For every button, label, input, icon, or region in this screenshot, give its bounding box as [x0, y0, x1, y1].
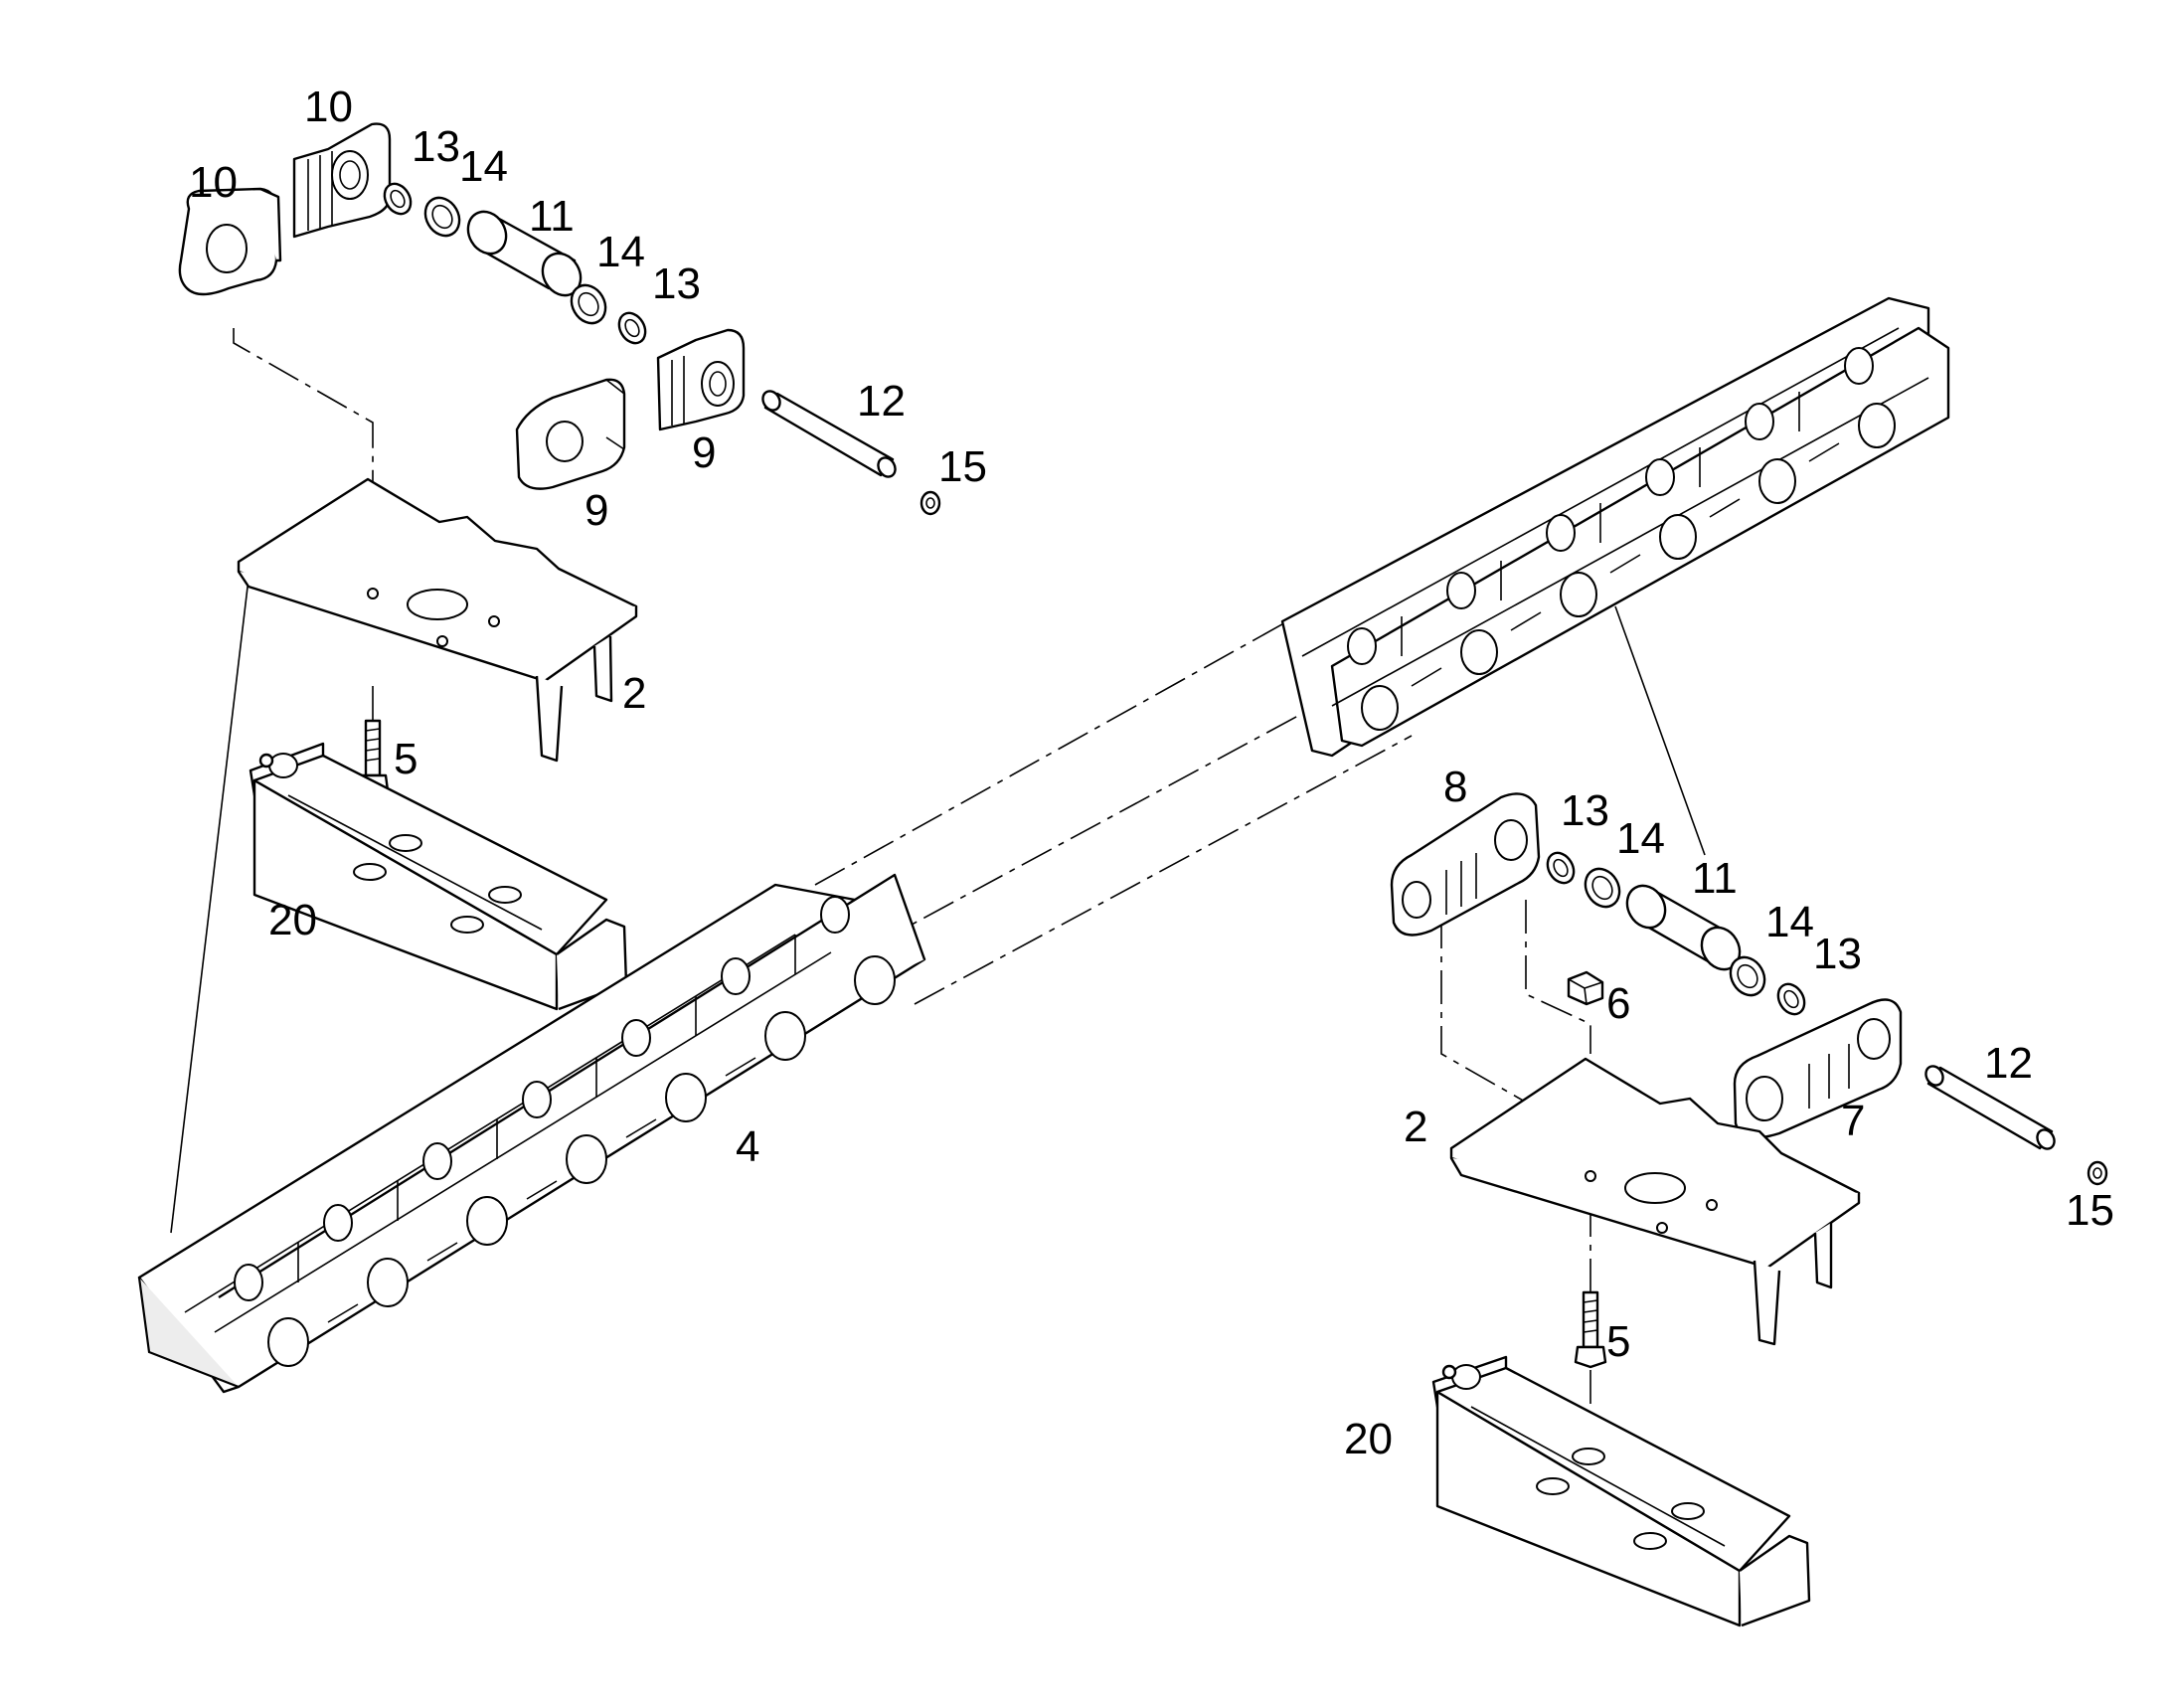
callout-6: 6 [1606, 979, 1630, 1028]
callout-12-top: 12 [857, 377, 906, 426]
nut-15a [919, 490, 941, 516]
ring-13b [617, 311, 647, 345]
callout-20-right: 20 [1344, 1415, 1393, 1463]
callout-10-front: 10 [189, 158, 238, 207]
callout-14-right-b: 14 [1765, 898, 1814, 946]
ring-13d [1776, 982, 1806, 1016]
callout-5-left: 5 [394, 735, 418, 783]
callout-7: 7 [1841, 1097, 1865, 1145]
ring-14c [1584, 867, 1621, 909]
callout-10-rear: 10 [304, 83, 353, 131]
link-plate-9-rear [656, 328, 746, 431]
callout-12-right: 12 [1984, 1039, 2033, 1088]
nut-6 [1567, 970, 1604, 1006]
callout-2-left: 2 [622, 669, 646, 718]
callout-14-top-a: 14 [459, 142, 508, 191]
callout-15-top: 15 [938, 442, 987, 491]
callout-8: 8 [1443, 763, 1467, 811]
chain-links-upper [1347, 347, 1896, 731]
callout-13-right-b: 13 [1813, 930, 1862, 978]
pin-12b [1924, 1065, 2056, 1150]
callout-labels: 10 10 13 14 11 14 13 12 15 9 9 2 5 20 4 … [189, 83, 2114, 1463]
ring-14b [570, 283, 607, 325]
callout-15-right: 15 [2066, 1186, 2114, 1235]
pin-12a [761, 390, 897, 478]
link-plate-10-rear [292, 122, 392, 239]
track-shoe-2-left [237, 477, 638, 763]
callout-11-top: 11 [529, 192, 575, 241]
callout-2-right: 2 [1404, 1103, 1427, 1151]
callout-9-front: 9 [585, 486, 608, 535]
ring-13a [383, 182, 413, 216]
callout-9-rear: 9 [692, 428, 716, 477]
track-shoe-2-right [1449, 1057, 1861, 1346]
link-plate-9-front [515, 378, 626, 490]
callout-13-right-a: 13 [1561, 786, 1609, 835]
link-plate-8 [1390, 792, 1541, 937]
link-plate-10-front [178, 187, 282, 296]
link-plate-7 [1733, 998, 1903, 1139]
bushing-11b [1625, 884, 1742, 971]
chain-links-lower [234, 896, 896, 1367]
callout-13-top-b: 13 [652, 259, 701, 308]
callout-13-top-a: 13 [412, 122, 460, 171]
mounting-bar-20a [249, 742, 628, 1011]
track-chain-4-lower [137, 873, 926, 1394]
callout-11-right: 11 [1692, 854, 1738, 903]
ring-14d [1729, 955, 1766, 997]
callout-20-left: 20 [268, 896, 317, 944]
callout-4: 4 [736, 1122, 759, 1171]
track-chain-4-upper [1280, 296, 1950, 758]
callout-14-top-b: 14 [596, 228, 645, 276]
callout-14-right-a: 14 [1616, 814, 1665, 863]
ring-14a [423, 196, 461, 238]
bolt-5b [1574, 1290, 1607, 1369]
mounting-bar-20b [1431, 1355, 1811, 1627]
ring-13c [1546, 851, 1576, 885]
nut-15b [2087, 1160, 2108, 1186]
callout-5-right: 5 [1606, 1317, 1630, 1366]
